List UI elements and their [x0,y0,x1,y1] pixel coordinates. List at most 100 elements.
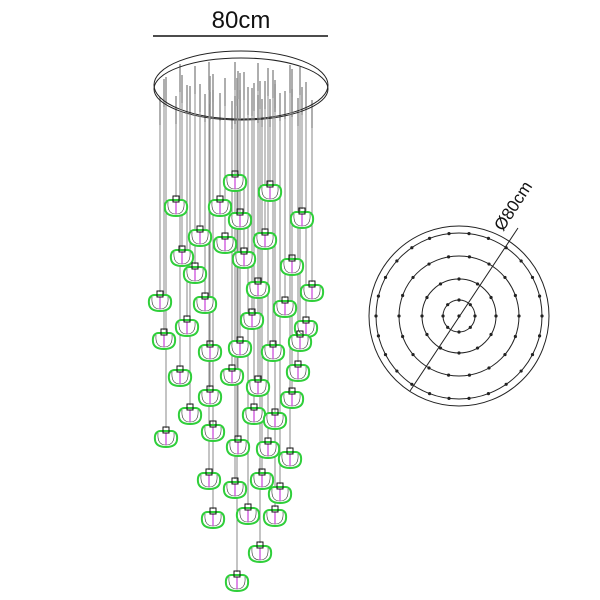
pendant-point [494,314,498,318]
pendant-point [513,334,517,339]
lamp-cap [288,254,296,262]
glass-pendant [222,477,248,500]
canopy-disk-top [153,50,329,120]
glass-pendant [224,570,250,593]
pendant-point [376,294,381,298]
pendant-point [467,232,471,236]
pendant-point [489,295,493,300]
glass-pendant [200,420,226,443]
lamp-cap [298,207,306,215]
pendant-point [395,259,399,263]
lamp-cap [186,403,194,411]
pendant-point [504,382,508,386]
pendant-point [487,366,491,370]
pendant-point [486,236,491,240]
lamp-cap [162,426,170,434]
pendant-point [401,334,405,339]
pendant-point [427,392,432,396]
glass-pendant [239,308,265,331]
lamp-cap [254,277,262,285]
pendant-point [467,396,471,400]
top-view: Ø80cm [368,178,550,407]
pendant-point [530,352,535,357]
lamp-cap [264,437,272,445]
glass-pendant [279,254,305,277]
glass-pendant [174,315,200,338]
pendant-point [410,246,414,250]
width-dimension-label: 80cm [212,7,271,34]
pendant-point [446,255,451,259]
lamp-cap [296,330,304,338]
lamp-cap [231,477,239,485]
lamp-cap [302,316,310,324]
diameter-label: Ø80cm [490,178,536,234]
lamp-cap [256,541,264,549]
glass-pendant [212,232,238,255]
lamp-cap [236,208,244,216]
glass-pendant [231,247,257,270]
glass-pendant [272,296,298,319]
lamp-cap [216,195,224,203]
lamp-cap [156,290,164,298]
pendant-point [503,352,507,357]
diameter-line [409,227,519,392]
glass-pendant [219,364,245,387]
glass-pendant [227,336,253,359]
canopy-rods [159,62,313,129]
glass-pendant [151,328,177,351]
pendant-point [530,275,535,280]
lamp-cap [178,245,186,253]
lamp-cap [269,340,277,348]
glass-pendant [262,505,288,528]
pendant-point [519,369,523,373]
lamp-cap [201,292,209,300]
lamp-cap [281,296,289,304]
pendant-point [411,352,415,357]
glass-pendant [299,280,325,303]
lamp-cap [271,408,279,416]
lamp-cap [286,447,294,455]
pendant-point [395,369,399,373]
glass-pendant [182,262,208,285]
glass-pendant [177,403,203,426]
lamp-cap [276,482,284,490]
pendant-point [446,373,451,377]
pendant-point [420,314,424,318]
glass-pendants [147,170,325,593]
lamp-cap [196,225,204,233]
lamp-cap [248,308,256,316]
lamp-cap [206,340,214,348]
lamp-cap [236,336,244,344]
pendant-point [438,282,443,286]
lamp-cap [191,262,199,270]
pendant-point [447,396,451,400]
lamp-cap [244,503,252,511]
pendant-point [468,325,472,329]
glass-pendant [222,170,248,193]
pendant-point [457,351,461,355]
pendant-point [374,314,378,318]
lamp-cap [183,315,191,323]
pendant-point [457,298,461,302]
pendant-point [537,294,542,298]
lamp-cap [308,280,316,288]
pendant-point [376,334,381,338]
lamp-cap [206,385,214,393]
pendant-point [425,295,429,300]
lamp-cap [228,364,236,372]
glass-pendant [197,340,223,363]
glass-pendant [245,277,271,300]
pendant-point [438,346,443,350]
glass-pendant [225,435,251,458]
pendant-point [427,236,432,240]
canopy-disk-bottom [153,57,329,121]
pendant-point [540,314,544,318]
pendant-point [457,330,461,334]
pendant-point [487,262,491,266]
glass-pendant [241,403,267,426]
pendant-point [486,392,491,396]
glass-pendant [289,207,315,230]
pendant-point [447,232,451,236]
pendant-point [425,332,429,337]
